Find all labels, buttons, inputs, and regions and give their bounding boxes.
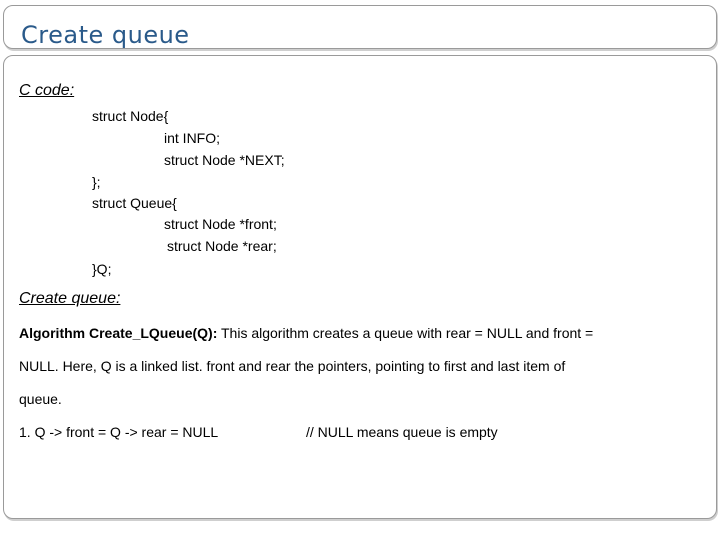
- algorithm-line-3: queue.: [19, 391, 62, 407]
- slide-title: Create queue: [21, 21, 190, 49]
- algorithm-line-2: NULL. Here, Q is a linked list. front an…: [19, 358, 566, 374]
- code-line: int INFO;: [164, 130, 221, 146]
- c-code-heading: C code:: [19, 82, 75, 99]
- code-line: struct Node{: [92, 108, 169, 124]
- algorithm-description: This algorithm creates a queue with rear…: [217, 325, 594, 341]
- content-panel: [3, 55, 717, 519]
- code-line: struct Node *rear;: [167, 238, 277, 254]
- code-line: };: [92, 174, 101, 190]
- algorithm-line-1: Algorithm Create_LQueue(Q): This algorit…: [19, 325, 593, 341]
- title-bar: Create queue: [3, 5, 717, 49]
- code-line: struct Queue{: [92, 195, 177, 211]
- algorithm-step-1-comment: // NULL means queue is empty: [306, 424, 498, 440]
- code-line: struct Node *NEXT;: [164, 152, 285, 168]
- code-line: struct Node *front;: [164, 216, 277, 232]
- algorithm-name: Algorithm Create_LQueue(Q):: [19, 325, 218, 341]
- code-line: }Q;: [92, 261, 112, 277]
- algorithm-step-1: 1. Q -> front = Q -> rear = NULL: [19, 424, 219, 440]
- create-queue-heading: Create queue:: [19, 290, 121, 307]
